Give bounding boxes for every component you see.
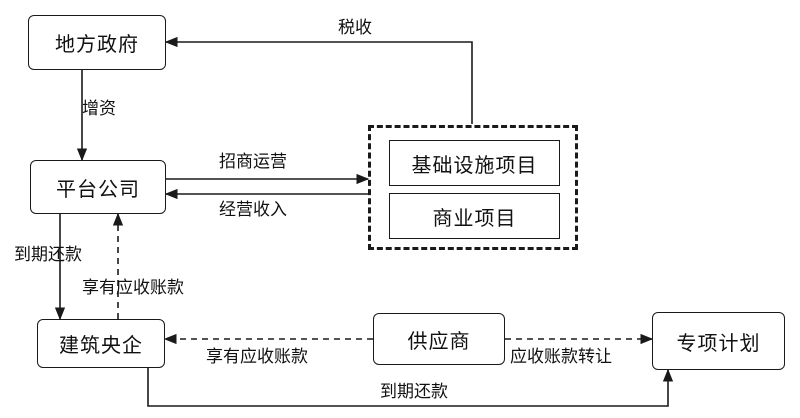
project-group	[368, 125, 578, 250]
node-commercial-project: 商业项目	[389, 193, 560, 239]
node-central-soe-builder: 建筑央企	[37, 319, 165, 368]
label-tax: 税收	[338, 18, 372, 38]
label-repay-builder: 到期还款	[380, 382, 448, 402]
edge-tax	[164, 36, 473, 124]
label-receivables-builder: 享有应收账款	[82, 278, 184, 298]
edge-repay-builder	[147, 368, 674, 407]
label-receivables-supplier: 享有应收账款	[206, 347, 308, 367]
label-receivables-transfer: 应收账款转让	[510, 347, 612, 367]
node-local-government: 地方政府	[28, 15, 166, 70]
node-infrastructure-project: 基础设施项目	[389, 140, 560, 186]
node-special-plan: 专项计划	[652, 312, 785, 370]
label-investment-operation: 招商运营	[219, 152, 287, 172]
label-repay-platform: 到期还款	[14, 245, 82, 265]
node-supplier: 供应商	[373, 313, 505, 365]
label-operating-income: 经营收入	[219, 200, 287, 220]
node-platform-company: 平台公司	[30, 160, 166, 214]
label-capital-injection: 增资	[82, 99, 116, 119]
